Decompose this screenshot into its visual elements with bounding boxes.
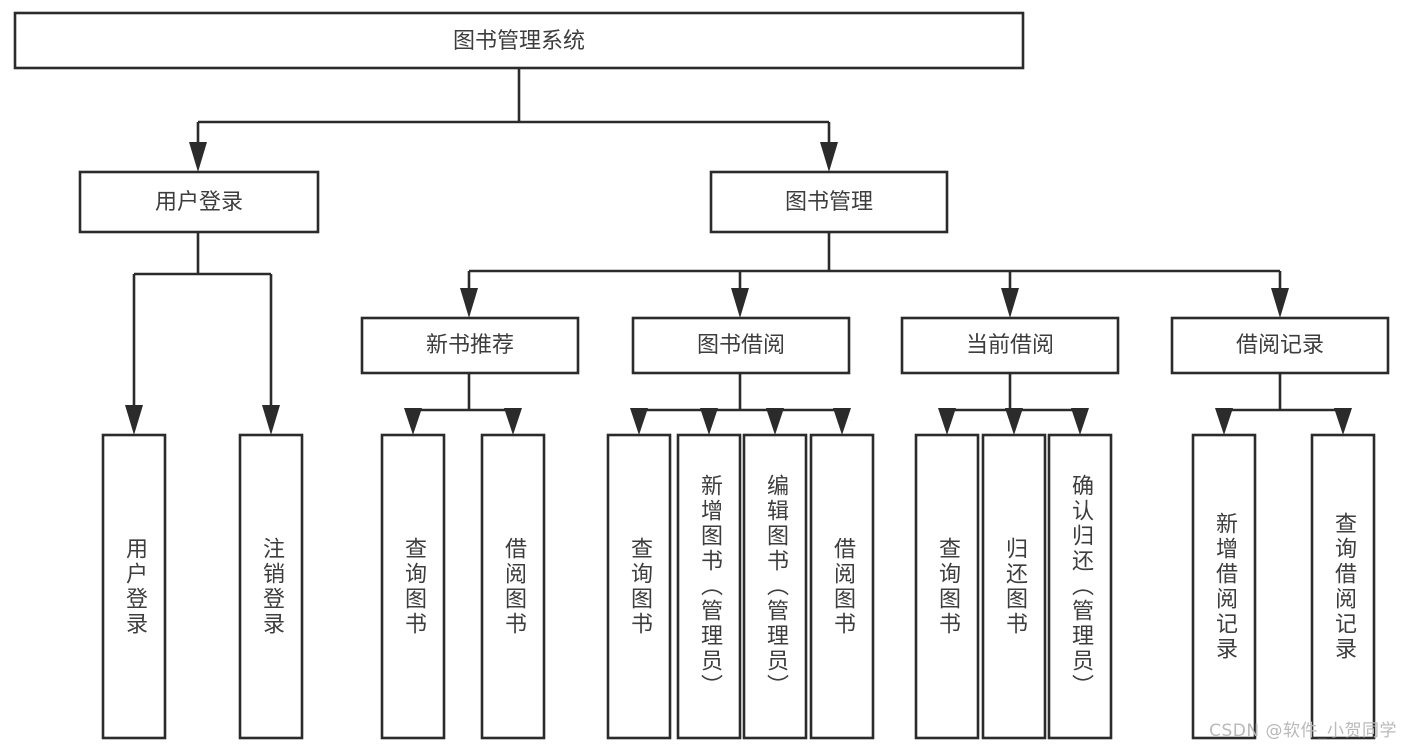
arrow-head-leaf-c2 bbox=[1005, 408, 1023, 435]
node-label-new-book-recommend: 新书推荐 bbox=[426, 333, 514, 358]
arrow-head-user-login bbox=[189, 142, 207, 172]
leaf-box-user-login-1[interactable] bbox=[101, 433, 167, 740]
node-current-borrow[interactable]: 当前借阅 bbox=[900, 316, 1120, 375]
watermark-text: CSDN @软件_小贺同学 bbox=[1209, 721, 1397, 741]
leaf-box-book-borrow-2[interactable] bbox=[676, 433, 742, 740]
arrow-head-borrow-records bbox=[1271, 288, 1289, 318]
leaf-box-new-book-2[interactable] bbox=[480, 433, 546, 740]
leaf-group-book-borrow bbox=[606, 433, 875, 740]
leaf-group-new-book-recommend bbox=[380, 433, 546, 740]
connector-group-newbook-to-leaves bbox=[404, 373, 522, 435]
leaf-box-current-borrow-1[interactable] bbox=[914, 433, 980, 740]
node-box-current-borrow[interactable] bbox=[900, 316, 1120, 375]
leaf-box-book-borrow-1[interactable] bbox=[606, 433, 672, 740]
arrow-head-leaf-b3 bbox=[766, 408, 784, 435]
leaf-group-user-login bbox=[101, 433, 304, 740]
node-label-book-management: 图书管理 bbox=[785, 190, 873, 215]
node-user-login[interactable]: 用户登录 bbox=[78, 170, 320, 234]
arrow-head-leaf-u1 bbox=[125, 405, 143, 435]
leaf-group-current-borrow bbox=[914, 433, 1113, 740]
node-box-new-book-recommend[interactable] bbox=[360, 316, 580, 375]
node-root-system[interactable]: 图书管理系统 bbox=[13, 11, 1025, 70]
leaf-box-book-borrow-3[interactable] bbox=[742, 433, 808, 740]
node-borrow-records[interactable]: 借阅记录 bbox=[1170, 316, 1390, 375]
node-box-root[interactable] bbox=[13, 11, 1025, 70]
arrow-head-leaf-c1 bbox=[938, 408, 956, 435]
connector-group-root-to-level2 bbox=[189, 68, 838, 172]
arrow-head-leaf-b1 bbox=[630, 408, 648, 435]
node-box-book-management[interactable] bbox=[709, 170, 949, 234]
leaf-box-borrow-records-1[interactable] bbox=[1191, 433, 1257, 740]
leaf-box-borrow-records-2[interactable] bbox=[1310, 433, 1376, 740]
node-label-root: 图书管理系统 bbox=[453, 29, 585, 54]
node-box-borrow-records[interactable] bbox=[1170, 316, 1390, 375]
leaf-box-book-borrow-4[interactable] bbox=[809, 433, 875, 740]
arrow-head-leaf-r2 bbox=[1334, 408, 1352, 435]
leaf-box-current-borrow-2[interactable] bbox=[981, 433, 1047, 740]
node-label-current-borrow: 当前借阅 bbox=[966, 333, 1054, 358]
leaf-box-current-borrow-3[interactable] bbox=[1047, 433, 1113, 740]
connector-group-bookborrow-to-leaves bbox=[630, 373, 851, 435]
arrow-head-book-borrow bbox=[731, 288, 749, 318]
node-book-borrow[interactable]: 图书借阅 bbox=[631, 316, 851, 375]
leaf-group-borrow-records bbox=[1191, 433, 1376, 740]
arrow-head-current-borrow bbox=[1001, 288, 1019, 318]
arrow-head-new-book bbox=[460, 288, 478, 318]
arrow-head-leaf-r1 bbox=[1215, 408, 1233, 435]
connector-group-borrowrecords-to-leaves bbox=[1215, 373, 1352, 435]
connector-group-userlogin-to-leaves bbox=[125, 232, 280, 435]
leaf-box-user-login-2[interactable] bbox=[238, 433, 304, 740]
arrow-head-leaf-c3 bbox=[1071, 408, 1089, 435]
node-box-book-borrow[interactable] bbox=[631, 316, 851, 375]
arrow-head-leaf-u2 bbox=[262, 405, 280, 435]
arrow-head-leaf-b2 bbox=[700, 408, 718, 435]
arrow-head-leaf-n2 bbox=[504, 408, 522, 435]
connector-group-currentborrow-to-leaves bbox=[938, 373, 1089, 435]
arrow-head-book-mgmt bbox=[820, 142, 838, 172]
node-label-borrow-records: 借阅记录 bbox=[1236, 333, 1324, 358]
node-label-user-login: 用户登录 bbox=[155, 190, 243, 215]
node-book-management[interactable]: 图书管理 bbox=[709, 170, 949, 234]
leaf-box-new-book-1[interactable] bbox=[380, 433, 446, 740]
node-new-book-recommend[interactable]: 新书推荐 bbox=[360, 316, 580, 375]
arrow-head-leaf-b4 bbox=[833, 408, 851, 435]
connector-group-bookmgmt-to-level3 bbox=[460, 232, 1289, 318]
arrow-head-leaf-n1 bbox=[404, 408, 422, 435]
node-label-book-borrow: 图书借阅 bbox=[697, 333, 785, 358]
node-box-user-login[interactable] bbox=[78, 170, 320, 234]
